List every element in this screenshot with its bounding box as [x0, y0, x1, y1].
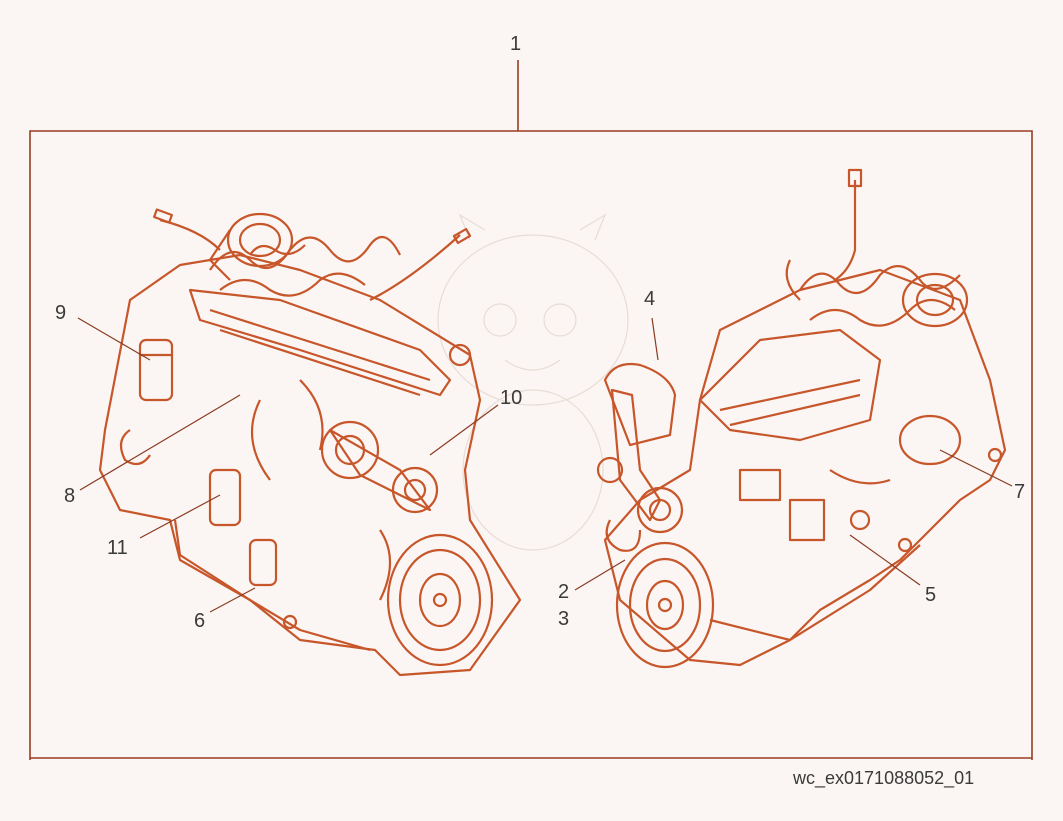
- callout-3: 3: [558, 608, 570, 630]
- callout-8: 8: [64, 485, 76, 507]
- callout-7: 7: [1014, 481, 1026, 503]
- figure-id-label: wc_ex0171088052_01: [793, 768, 975, 788]
- callout-1: 1: [510, 33, 522, 55]
- callout-11: 11: [107, 537, 128, 559]
- callout-4: 4: [644, 288, 656, 310]
- engine-rear-right-view: [596, 168, 1007, 669]
- leader-lines: [77, 317, 1013, 613]
- watermark-mascot: [437, 213, 629, 551]
- callout-9: 9: [55, 302, 67, 324]
- callout-2: 2: [558, 581, 570, 603]
- callout-10: 10: [500, 387, 523, 409]
- assembly-frame: [29, 60, 1033, 760]
- engine-front-left-view: [98, 208, 522, 677]
- callout-6: 6: [194, 610, 206, 632]
- callout-5: 5: [925, 584, 937, 606]
